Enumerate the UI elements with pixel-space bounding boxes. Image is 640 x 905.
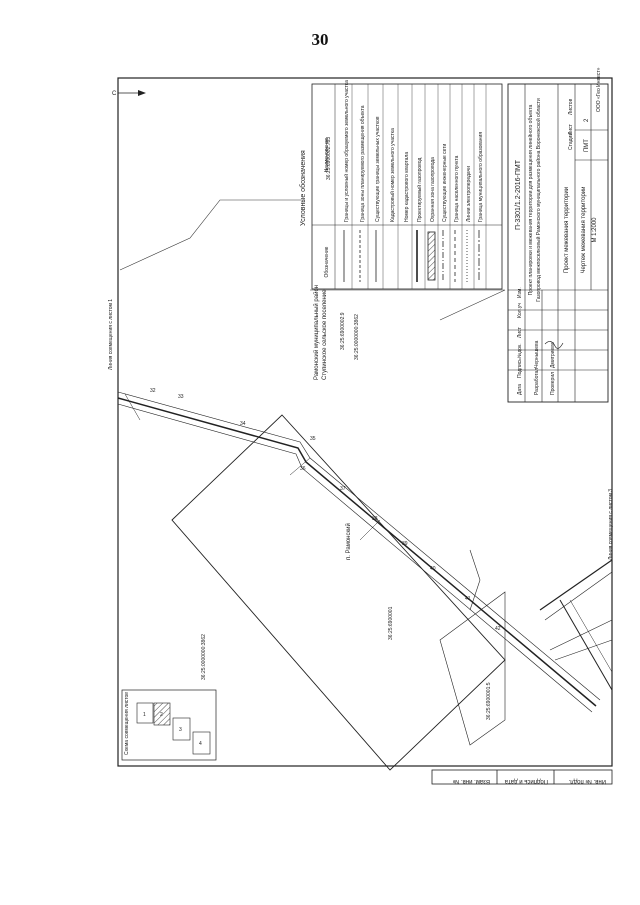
signature-mark: [544, 341, 564, 349]
svg-text:1: 1: [143, 712, 146, 718]
sheet-label: Лист: [568, 123, 574, 135]
svg-text:4: 4: [199, 741, 202, 747]
col-sign: Подпись: [517, 358, 523, 378]
col-izm: Изм.: [517, 287, 523, 298]
sheet-frame: [117, 77, 613, 767]
land-parcel-polygon: [171, 414, 506, 771]
cadastral-number: 36:25:0000000:3862: [354, 314, 360, 360]
page-number: 30: [311, 30, 329, 49]
col-date: Дата: [517, 384, 523, 395]
margin-label-sign: Подпись и дата: [504, 778, 548, 784]
picket-label: 39: [402, 541, 408, 547]
title-object: Газопровод межпоселковый Рамонского муни…: [535, 98, 542, 302]
legend-row-5: Проектируемый газопровод: [416, 158, 423, 222]
picket-label: 36: [300, 466, 306, 472]
gas-pipeline-corridor: [117, 391, 613, 713]
org-name: ООО «Гео Инвест»: [596, 67, 602, 112]
legend-col-symbol: Обозначение: [324, 246, 330, 277]
role-check: Проверил: [550, 372, 556, 395]
legend-row-10: Граница муниципального образования: [478, 132, 484, 222]
picket-label: 35: [310, 436, 316, 442]
person-dev: Чернышева: [534, 340, 540, 368]
match-line-label: Линия совмещения с листом 1: [108, 299, 114, 370]
title-scale: М 1:2000: [592, 217, 598, 243]
margin-stamp: Инв. № подл. Подпись и дата Взам. инв. №: [431, 769, 613, 785]
svg-text:С: С: [112, 91, 117, 97]
north-arrow-icon: С: [112, 90, 146, 97]
settlement-area-label: Ступинское сельское поселение: [322, 289, 328, 380]
picket-labels: 32 33 34 35 36 37 38 39 40 41 42: [150, 388, 501, 632]
picket-label: 42: [495, 626, 501, 632]
title-drawing: Чертеж межевания территории: [581, 186, 587, 273]
cadastral-number: 36:25:6900002:783: [326, 137, 332, 180]
col-kol: Кол.уч: [517, 303, 523, 318]
sheet-value: 2: [584, 118, 590, 122]
legend-row-3: Кадастровый номер земельного участка: [389, 128, 396, 222]
sheet-scheme-title: Схема совмещения листов: [124, 692, 130, 755]
legend-row-1: Граница зоны планируемого размещения объ…: [360, 105, 366, 222]
land-parcel-small: [439, 591, 506, 746]
legend-row-8: Граница населенного пункта: [454, 155, 460, 222]
sheet-scheme: Схема совмещения листов 1 2 3 4: [121, 689, 217, 761]
stage-label: Стадия: [568, 133, 574, 150]
district-label: Рамонский муниципальный район: [313, 285, 320, 380]
title-block: П-3301/1.2-2016-ПМТ Проект планировки и …: [507, 67, 609, 403]
picket-label: 40: [430, 566, 436, 572]
title-project: Проект планировки и межевания территории…: [527, 104, 534, 295]
legend-col-name: Наименование: [324, 137, 330, 172]
picket-label: 41: [465, 596, 471, 602]
picket-label: 38: [372, 516, 378, 522]
legend-row-2: Существующие границы земельных участков: [375, 116, 381, 222]
sheets-label: Листов: [568, 98, 574, 115]
match-line-label: Линия совмещения с листом 3: [608, 489, 614, 560]
legend-row-6: Охранная зона газопровода: [430, 157, 436, 222]
cadastral-number: 36:25:0000000:3862: [201, 634, 207, 680]
boundary-line-2: [310, 289, 506, 321]
title-section: Проект межевания территории: [564, 187, 570, 273]
cadastral-number: 36:25:6900001: [388, 606, 394, 640]
legend-title: Условные обозначения: [299, 150, 307, 226]
title-code: П-3301/1.2-2016-ПМТ: [515, 159, 522, 230]
legend-row-4: Номер кадастрового квартала: [404, 152, 410, 222]
role-dev: Разработал: [534, 368, 540, 395]
settlement-name: п. Рамонский: [345, 523, 352, 560]
margin-label-replace: Взам. инв. №: [453, 778, 490, 785]
svg-text:3: 3: [179, 727, 182, 733]
picket-label: 37: [340, 486, 346, 492]
picket-label: 33: [178, 394, 184, 400]
cadastral-number: 36:25:6900001:5: [486, 682, 492, 720]
legend-row-7: Существующие инженерные сети: [442, 143, 448, 222]
legend-table: Условные обозначения Обозначение Наимено…: [299, 80, 503, 290]
legend-row-9: Линии электропередачи: [466, 166, 472, 222]
picket-label: 34: [240, 421, 246, 427]
person-check: Дмитриева: [550, 342, 556, 368]
picket-label: 32: [150, 388, 156, 394]
col-list: Лист: [517, 326, 523, 338]
cadastral-number: 36:25:6900002:9: [340, 312, 346, 350]
boundary-line: [119, 199, 305, 271]
margin-label-inv: Инв. № подл.: [568, 778, 606, 785]
col-doc: №док.: [517, 343, 523, 358]
legend-row-0: Границы и условный номер образуемого зем…: [343, 80, 350, 222]
svg-text:2: 2: [160, 712, 163, 718]
stage-value: ПМТ: [584, 139, 590, 152]
